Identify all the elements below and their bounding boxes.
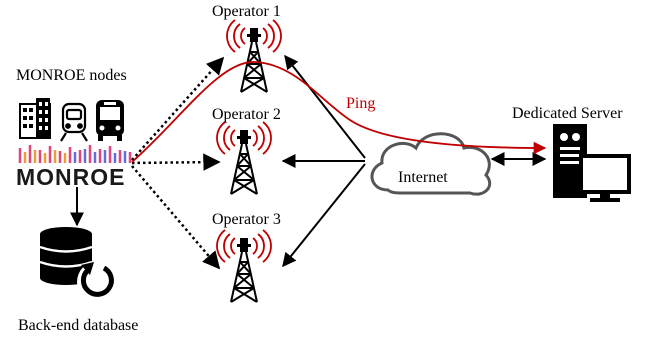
cloud-icon — [370, 132, 492, 196]
operator-1-label: Operator 1 — [212, 3, 281, 20]
tower-links — [281, 54, 366, 268]
logo-stripes — [18, 145, 132, 163]
tower-icon — [216, 121, 272, 195]
train-icon — [60, 102, 88, 142]
monitor-icon — [579, 154, 631, 202]
internet-label: Internet — [398, 169, 448, 186]
tower-icon — [216, 229, 272, 303]
operator-2-label: Operator 2 — [212, 106, 281, 123]
ping-label: Ping — [346, 95, 376, 112]
operator-3-label: Operator 3 — [212, 211, 281, 228]
tower-icon — [226, 19, 282, 93]
ping-path — [131, 61, 547, 163]
bus-icon — [96, 100, 124, 141]
backend-database-label: Back-end database — [18, 317, 139, 334]
dotted-links — [131, 56, 225, 270]
monroe-logo: MONROE — [16, 164, 126, 190]
database-icon — [39, 227, 119, 303]
dedicated-server-label: Dedicated Server — [512, 105, 623, 122]
building-icon — [19, 98, 51, 139]
monroe-nodes-label: MONROE nodes — [16, 67, 127, 84]
